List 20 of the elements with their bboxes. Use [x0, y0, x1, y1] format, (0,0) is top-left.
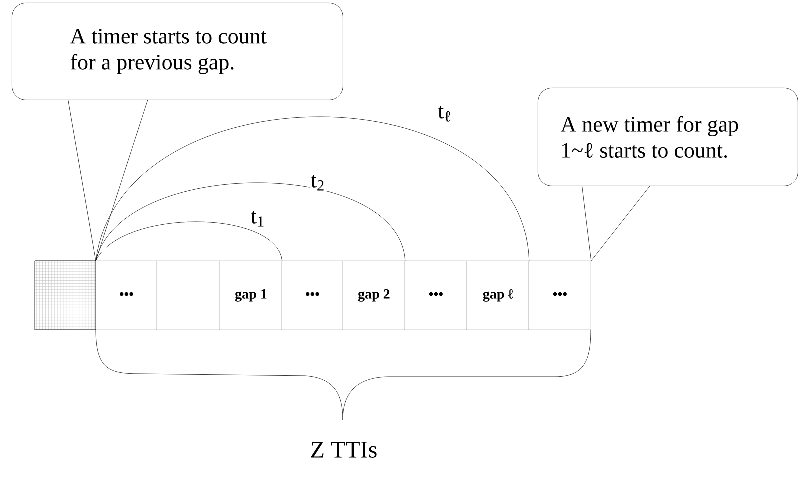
- callout-pointer: [68, 100, 148, 262]
- empty-cell: [157, 261, 220, 330]
- cell: •••: [529, 261, 592, 330]
- timer-label: t$_{ℓ}$: [437, 105, 453, 123]
- timer-arc: [96, 182, 406, 262]
- callout-box: A new timer for gap 1~ℓ starts to count.: [538, 88, 798, 186]
- cell: gap 1: [220, 261, 282, 330]
- timer-arc: [96, 222, 283, 262]
- cell: gap 2: [343, 261, 406, 330]
- span-label: Z TTIs: [312, 442, 377, 458]
- timer-label: t$_{1}$: [250, 210, 266, 228]
- callout-pointer: [582, 186, 650, 262]
- callout-box: A timer starts to count for a previous gap.: [12, 2, 344, 100]
- cell: •••: [96, 261, 158, 330]
- timer-arc: [96, 116, 530, 262]
- cell: gap ℓ: [467, 261, 530, 330]
- shaded-cell: [34, 260, 96, 330]
- timer-label: t$_{2}$: [310, 174, 326, 192]
- cell: •••: [405, 261, 468, 330]
- cell: •••: [282, 261, 344, 330]
